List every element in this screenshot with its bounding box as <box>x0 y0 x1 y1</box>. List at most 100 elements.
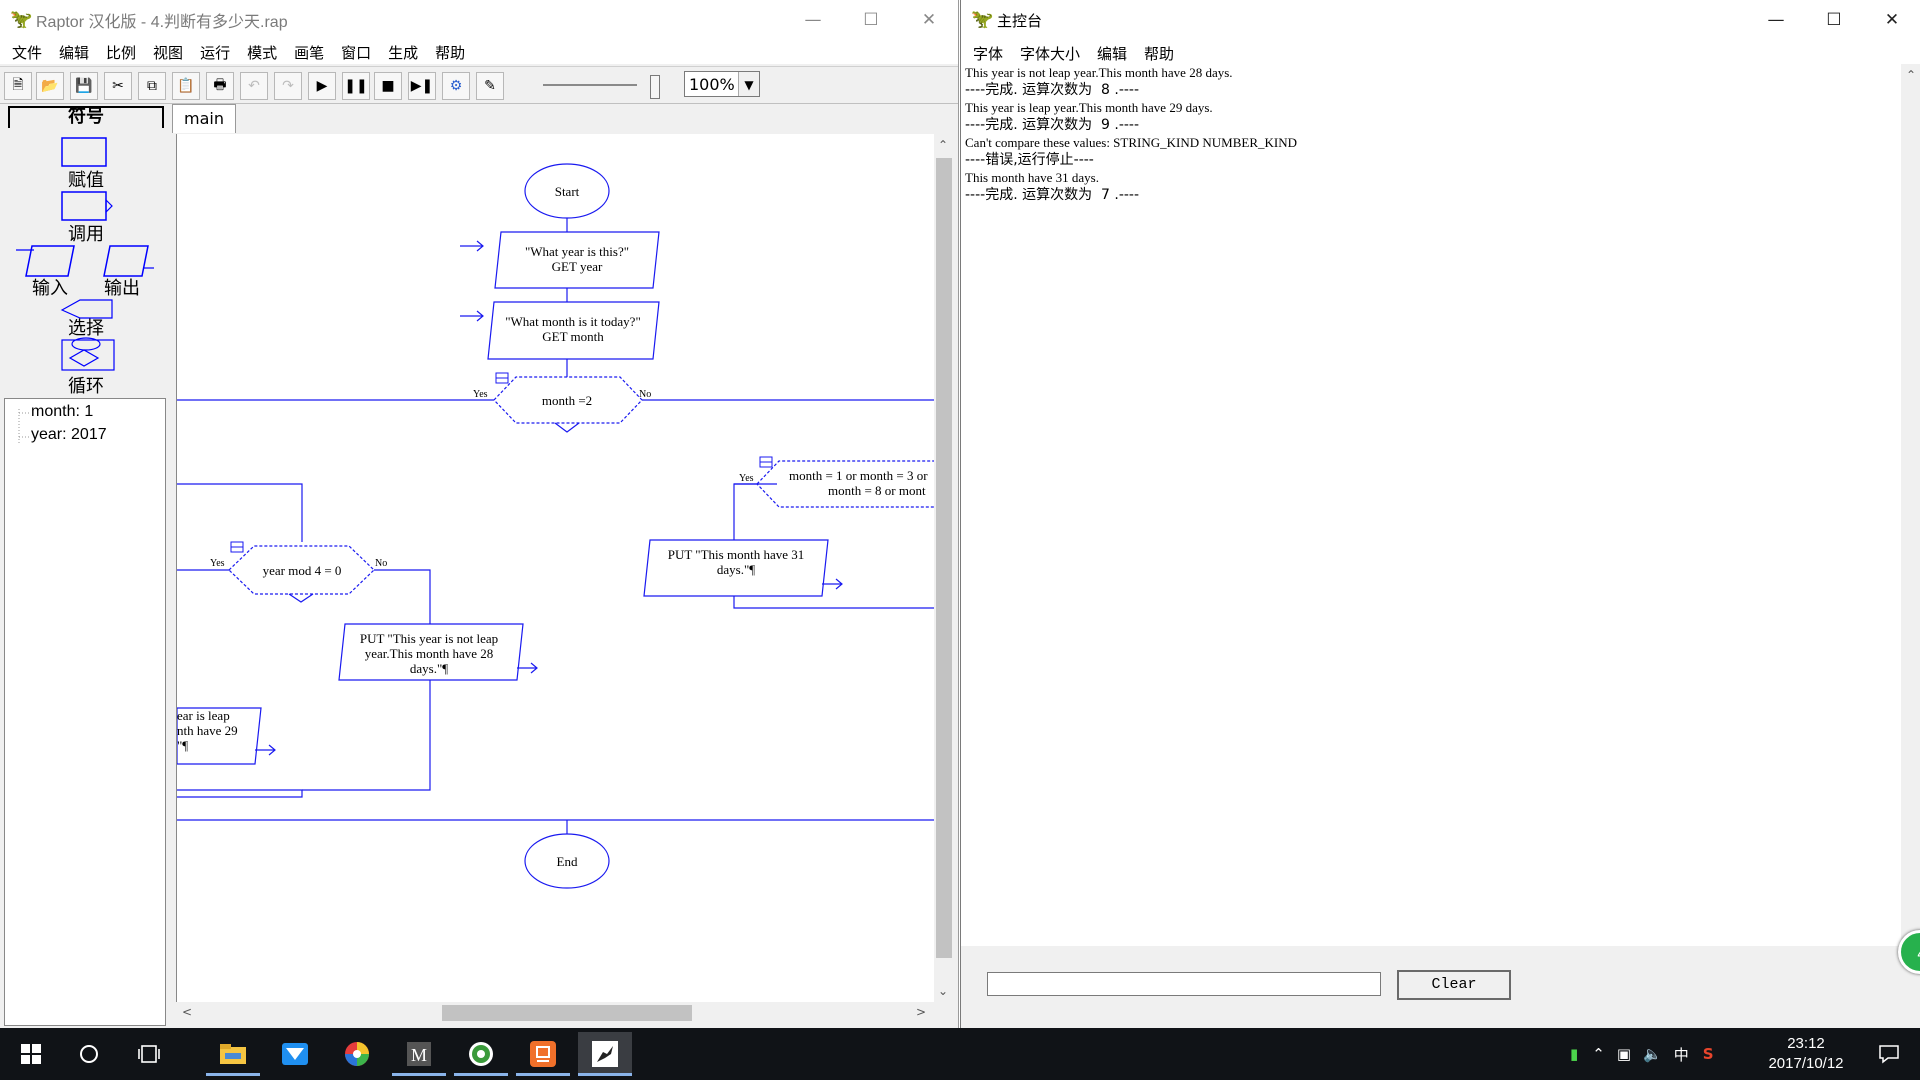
tab-main[interactable]: main <box>172 104 236 133</box>
menu-font-size[interactable]: 字体大小 <box>1020 44 1081 63</box>
scroll-right-icon[interactable]: > <box>916 1005 927 1019</box>
speed-slider-thumb[interactable] <box>650 75 660 99</box>
file-explorer-icon[interactable] <box>206 1032 260 1076</box>
svg-text:Yes: Yes <box>473 389 488 400</box>
menu-scale[interactable]: 比例 <box>106 43 137 62</box>
mail-app-icon[interactable] <box>268 1032 322 1076</box>
task-view-icon[interactable] <box>122 1032 176 1076</box>
console-vertical-scrollbar[interactable]: ⌃ <box>1901 64 1920 944</box>
variable-item[interactable]: year: 2017 <box>31 426 107 443</box>
zoom-value: 100% <box>689 75 735 94</box>
console-input[interactable] <box>987 972 1381 996</box>
volume-icon[interactable]: 🔈 <box>1643 1045 1662 1063</box>
menu-mode[interactable]: 模式 <box>247 43 278 62</box>
sogou-input-icon[interactable]: S <box>1702 1045 1714 1063</box>
scroll-down-icon[interactable]: ⌄ <box>938 984 949 998</box>
vertical-scroll-thumb[interactable] <box>936 158 952 958</box>
minimize-button[interactable]: — <box>804 10 822 30</box>
menu-file[interactable]: 文件 <box>12 43 43 62</box>
output-29-days-box <box>177 707 262 765</box>
palette-symbols <box>16 137 154 371</box>
green-app-icon[interactable] <box>454 1032 508 1076</box>
scroll-left-icon[interactable]: < <box>182 1005 193 1019</box>
output-line: This year is not leap year.This month ha… <box>965 65 1233 80</box>
paste-icon[interactable]: 📋 <box>172 72 200 100</box>
close-button[interactable]: ✕ <box>1884 10 1900 30</box>
menu-edit[interactable]: 编辑 <box>1097 44 1128 63</box>
output-line: ----完成. 运算次数为 7 .---- <box>965 186 1140 203</box>
search-icon[interactable] <box>62 1032 116 1076</box>
canvas-horizontal-scrollbar[interactable]: < > <box>176 1002 934 1024</box>
flowchart-canvas[interactable]: Start "What year is this?" GET year "Wha… <box>176 134 935 1002</box>
cut-icon[interactable]: ✂ <box>104 72 132 100</box>
maximize-button[interactable]: ☐ <box>863 10 879 30</box>
windows-start-icon[interactable] <box>4 1032 58 1076</box>
new-file-icon[interactable]: 🗎 <box>4 72 32 100</box>
redo-icon[interactable]: ↷ <box>274 72 302 100</box>
scroll-up-icon[interactable]: ⌃ <box>1906 68 1917 82</box>
svg-text:month =2: month =2 <box>542 393 592 408</box>
network-icon[interactable]: ▣ <box>1616 1045 1632 1063</box>
step-icon[interactable]: ▶❚ <box>408 72 436 100</box>
output-line: Can't compare these values: STRING_KIND … <box>965 135 1297 150</box>
maximize-button[interactable]: ☐ <box>1826 10 1842 30</box>
notification-icon[interactable] <box>1862 1032 1916 1076</box>
menu-window[interactable]: 窗口 <box>341 43 372 62</box>
output-line: ----完成. 运算次数为 9 .---- <box>965 116 1140 133</box>
close-button[interactable]: ✕ <box>921 10 937 30</box>
open-folder-icon[interactable]: 📂 <box>36 72 64 100</box>
console-output[interactable]: This year is not leap year.This month ha… <box>965 64 1905 204</box>
toolbar: 🗎 📂 💾 ✂ ⧉ 📋 🖶 ↶ ↷ ▶ ❚❚ ■ ▶❚ ⚙ ✎ 100% ▼ <box>0 66 958 104</box>
output-line: ----完成. 运算次数为 8 .---- <box>965 81 1140 98</box>
copy-icon[interactable]: ⧉ <box>138 72 166 100</box>
clock[interactable]: 23:12 2017/10/12 <box>1756 1034 1856 1074</box>
pause-icon[interactable]: ❚❚ <box>342 72 370 100</box>
output-31-days-box <box>643 539 829 597</box>
menu-pen[interactable]: 画笔 <box>294 43 325 62</box>
show-hidden-icon[interactable]: ⌃ <box>1592 1045 1605 1063</box>
zoom-select[interactable]: 100% ▼ <box>684 71 760 97</box>
output-label: 输出 <box>104 278 140 299</box>
scroll-up-icon[interactable]: ⌃ <box>938 138 949 152</box>
step-into-icon[interactable]: ⚙ <box>442 72 470 100</box>
decision-month-31 <box>756 460 935 508</box>
canvas-vertical-scrollbar[interactable]: ⌃ ⌄ <box>934 134 954 1002</box>
raptor-titlebar[interactable]: 🦖 Raptor 汉化版 - 4.判断有多少天.rap — ☐ ✕ <box>0 0 958 40</box>
run-icon[interactable]: ▶ <box>308 72 336 100</box>
ime-indicator[interactable]: 中 <box>1673 1045 1689 1064</box>
print-icon[interactable]: 🖶 <box>206 72 234 100</box>
raptor-taskbar-icon[interactable] <box>578 1032 632 1076</box>
menu-font[interactable]: 字体 <box>973 44 1004 63</box>
input-year-box <box>494 231 660 289</box>
raptor-app-icon: 🦖 <box>10 9 33 30</box>
undo-icon[interactable]: ↶ <box>240 72 268 100</box>
menu-help[interactable]: 帮助 <box>1144 44 1175 63</box>
console-titlebar[interactable]: 🦖 主控台 — ☐ ✕ <box>961 0 1920 40</box>
menu-help[interactable]: 帮助 <box>435 43 466 62</box>
menu-run[interactable]: 运行 <box>200 43 231 62</box>
pen-icon[interactable]: ✎ <box>476 72 504 100</box>
end-terminal <box>524 833 610 889</box>
clear-button[interactable]: Clear <box>1397 970 1511 1000</box>
save-icon[interactable]: 💾 <box>70 72 98 100</box>
speed-slider-track[interactable] <box>543 84 637 86</box>
m-app-icon[interactable]: M <box>392 1032 446 1076</box>
presentation-app-icon[interactable] <box>516 1032 570 1076</box>
loop-symbol-icon <box>71 337 101 351</box>
stop-icon[interactable]: ■ <box>374 72 402 100</box>
svg-text:GET month: GET month <box>542 329 604 344</box>
variable-item[interactable]: month: 1 <box>31 403 94 420</box>
menu-generate[interactable]: 生成 <box>388 43 419 62</box>
color-app-icon[interactable] <box>330 1032 384 1076</box>
horizontal-scroll-thumb[interactable] <box>442 1005 692 1021</box>
clock-time: 23:12 <box>1787 1035 1825 1052</box>
menu-view[interactable]: 视图 <box>153 43 184 62</box>
chevron-down-icon[interactable]: ▼ <box>738 72 759 96</box>
battery-icon[interactable]: ▮ <box>1570 1045 1579 1063</box>
minimize-button[interactable]: — <box>1767 10 1785 30</box>
menu-edit[interactable]: 编辑 <box>59 43 90 62</box>
assign-symbol-icon <box>61 137 107 167</box>
taskbar: M ▮ ⌃ ▣ 🔈 中 S 23:12 2017/10/12 <box>0 1028 1920 1080</box>
call-symbol-icon <box>61 191 107 221</box>
input-label: 输入 <box>32 278 68 299</box>
